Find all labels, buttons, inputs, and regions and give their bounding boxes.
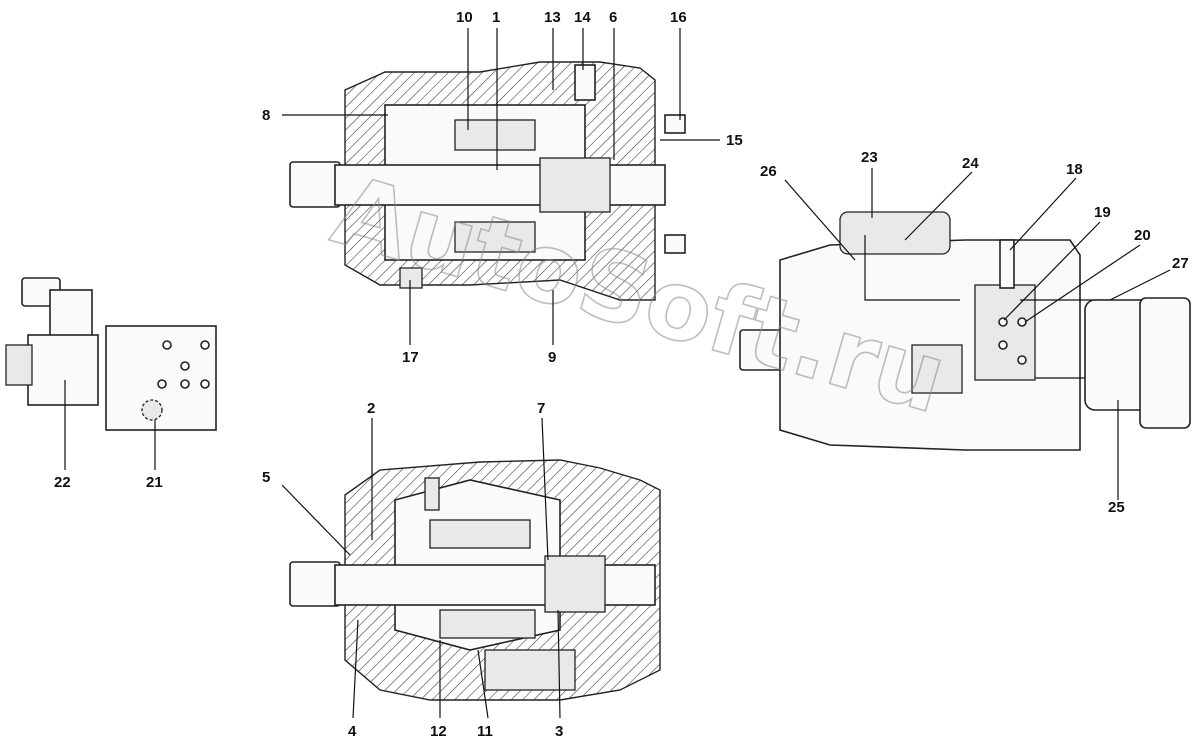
label-12: 12 xyxy=(430,723,447,740)
upper-piston-top xyxy=(454,119,536,151)
upper-bolt-bottom xyxy=(664,234,686,254)
ext-cover-23 xyxy=(839,211,951,255)
valve-port xyxy=(180,361,190,371)
label-25: 25 xyxy=(1108,499,1125,516)
upper-piston-bottom xyxy=(454,221,536,253)
label-23: 23 xyxy=(861,149,878,166)
label-22: 22 xyxy=(54,474,71,491)
label-6: 6 xyxy=(609,9,617,26)
ext-bolt xyxy=(998,340,1008,350)
label-19: 19 xyxy=(1094,204,1111,221)
label-26: 26 xyxy=(760,163,777,180)
label-10: 10 xyxy=(456,9,473,26)
valve-port xyxy=(162,340,172,350)
upper-fitting-14 xyxy=(574,64,596,101)
solenoid-coil xyxy=(27,334,99,406)
lower-motor-section xyxy=(289,459,661,701)
upper-shaft-end xyxy=(289,161,341,208)
label-7: 7 xyxy=(537,400,545,417)
leader-lines xyxy=(64,28,1171,719)
label-4: 4 xyxy=(348,723,357,740)
lower-shaft-end xyxy=(289,561,341,607)
label-3: 3 xyxy=(555,723,563,740)
ext-control-block xyxy=(974,284,1036,381)
lower-piston-bottom xyxy=(439,609,536,639)
valve-port xyxy=(157,379,167,389)
label-20: 20 xyxy=(1134,227,1151,244)
label-14: 14 xyxy=(574,9,591,26)
label-9: 9 xyxy=(548,349,556,366)
valve-port xyxy=(200,379,210,389)
solenoid-nut xyxy=(5,344,33,386)
label-16: 16 xyxy=(670,9,687,26)
upper-bolt-top xyxy=(664,114,686,134)
ext-connector xyxy=(911,344,963,394)
label-15: 15 xyxy=(726,132,743,149)
label-24: 24 xyxy=(962,155,979,172)
ext-rear-cover xyxy=(1139,297,1191,429)
label-13: 13 xyxy=(544,9,561,26)
label-18: 18 xyxy=(1066,161,1083,178)
solenoid-valve-assembly xyxy=(5,277,217,431)
ext-pipe-26 xyxy=(864,235,960,301)
ext-bolt xyxy=(1017,355,1027,365)
part-labels: 10 1 13 14 6 16 8 15 17 9 2 7 5 4 12 11 … xyxy=(54,9,1189,740)
upper-plug-17 xyxy=(399,267,423,289)
valve-port-21 xyxy=(141,399,163,421)
label-2: 2 xyxy=(367,400,375,417)
label-27: 27 xyxy=(1172,255,1189,272)
ext-bolt-19 xyxy=(998,317,1008,327)
valve-port xyxy=(200,340,210,350)
pump-external-view xyxy=(739,211,1191,451)
upper-bearing xyxy=(539,157,611,213)
solenoid-cap xyxy=(49,289,93,341)
lower-valve-block xyxy=(484,649,576,691)
label-17: 17 xyxy=(402,349,419,366)
valve-body xyxy=(105,325,217,431)
upper-pump-section xyxy=(289,61,686,301)
lower-bearing xyxy=(544,555,606,613)
label-8: 8 xyxy=(262,107,270,124)
label-11: 11 xyxy=(477,723,493,740)
ext-valve-18 xyxy=(999,239,1015,289)
label-21: 21 xyxy=(146,474,163,491)
lower-bolt-head xyxy=(424,477,440,511)
label-1: 1 xyxy=(492,9,500,26)
ext-bolt-20 xyxy=(1017,317,1027,327)
lower-piston-top xyxy=(429,519,531,549)
label-5: 5 xyxy=(262,469,270,486)
valve-port xyxy=(180,379,190,389)
lower-drive-shaft xyxy=(334,564,656,606)
